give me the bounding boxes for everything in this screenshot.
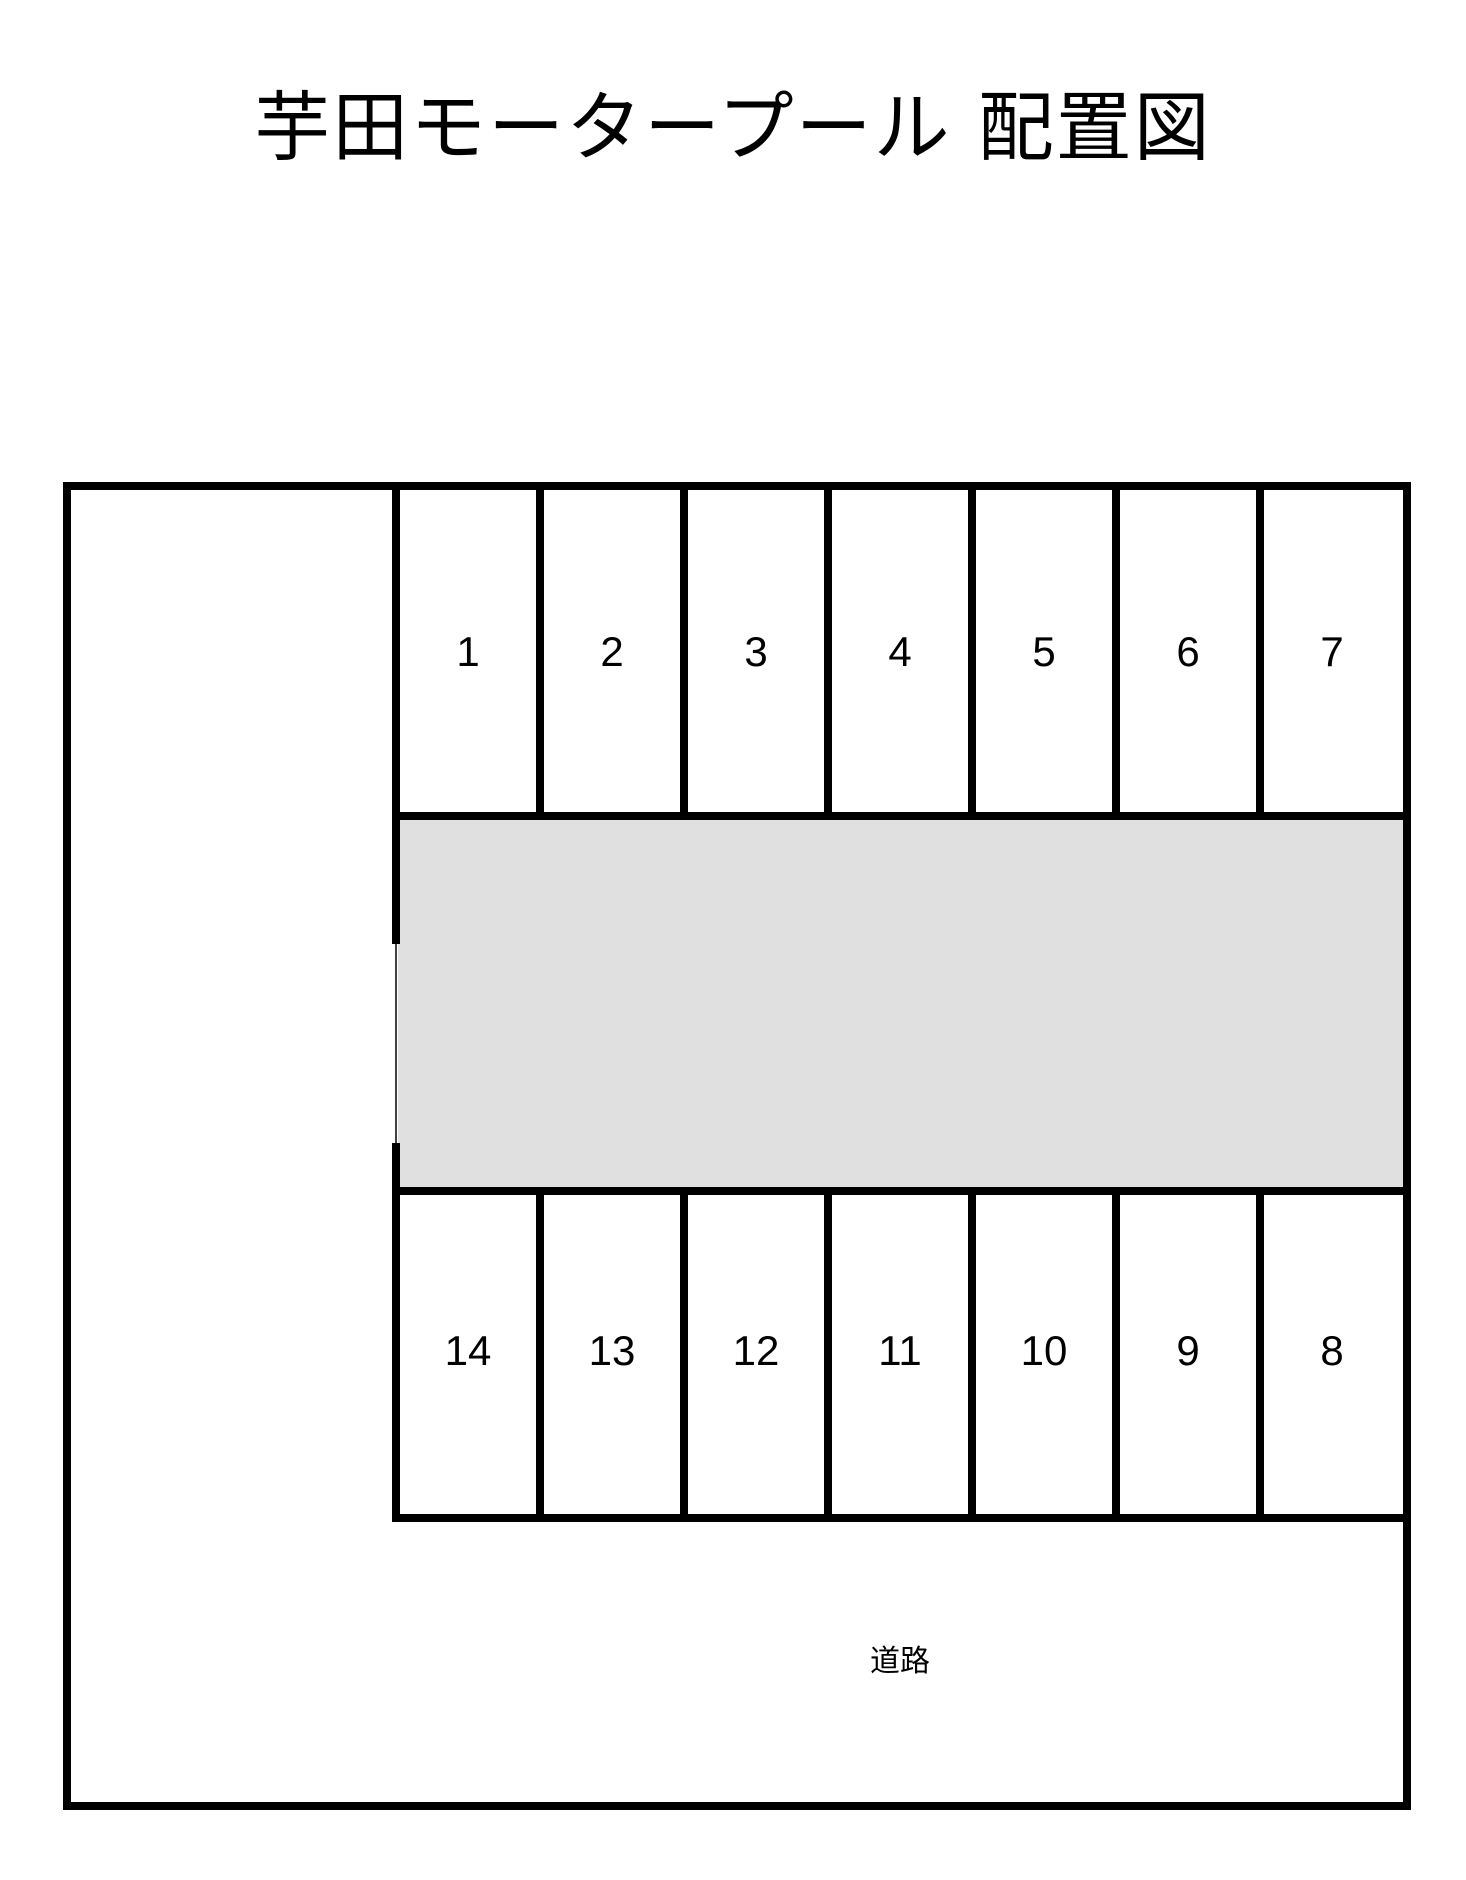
- stall-number-7: 7: [1320, 628, 1343, 675]
- stall-number-4: 4: [888, 628, 911, 675]
- stall-number-3: 3: [744, 628, 767, 675]
- stall-number-9: 9: [1176, 1327, 1199, 1374]
- stall-number-14: 14: [445, 1327, 492, 1374]
- stall-number-5: 5: [1032, 628, 1055, 675]
- stall-number-13: 13: [589, 1327, 636, 1374]
- stall-number-1: 1: [456, 628, 479, 675]
- page-title: 芋田モータープール 配置図: [254, 83, 1212, 172]
- stall-dividers: [536, 486, 1264, 1518]
- stall-number-12: 12: [733, 1327, 780, 1374]
- central-aisle: [398, 820, 1403, 1187]
- stall-number-11: 11: [878, 1327, 922, 1374]
- stall-labels: 1 2 3 4 5 6 7 14 13 12 11 10 9 8: [445, 628, 1344, 1374]
- stall-number-10: 10: [1021, 1327, 1068, 1374]
- road-label: 道路: [870, 1644, 930, 1679]
- stall-number-6: 6: [1176, 628, 1199, 675]
- stall-number-2: 2: [600, 628, 623, 675]
- stall-number-8: 8: [1320, 1327, 1343, 1374]
